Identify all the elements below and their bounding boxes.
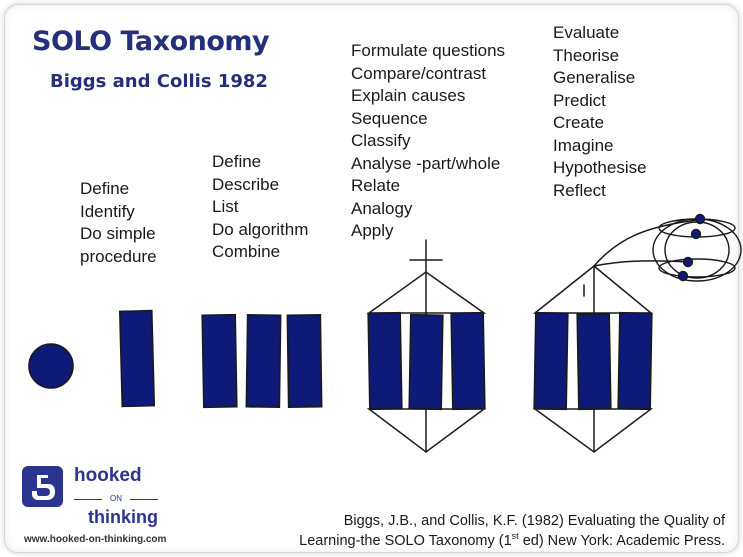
relational-connectors <box>366 239 487 453</box>
verb-item: procedure <box>80 246 157 266</box>
transfer-globe <box>652 213 742 282</box>
logo-word-hooked: hooked <box>74 465 142 486</box>
citation-line-2-after: ed) New York: Academic Press. <box>518 533 725 549</box>
citation: Biggs, J.B., and Collis, K.F. (1982) Eva… <box>299 511 725 551</box>
verb-item: Analogy <box>351 198 413 218</box>
verb-item: Evaluate <box>553 23 620 42</box>
page-subtitle: Biggs and Collis 1982 <box>50 71 268 92</box>
verb-item: Classify <box>351 131 411 150</box>
unistructural-verbs: Define Identify Do simple procedure <box>80 178 157 268</box>
slide-frame <box>4 4 739 553</box>
verb-item: Apply <box>351 221 394 240</box>
verb-item: Define <box>212 152 262 171</box>
globe-node <box>682 256 694 268</box>
verb-item: Hypothesise <box>553 158 647 177</box>
verb-item: Create <box>553 113 605 132</box>
extended-abstract-connectors <box>532 219 698 453</box>
extended-top-frame <box>532 265 654 314</box>
logo-url: www.hooked-on-thinking.com <box>24 534 167 545</box>
multistructural-bar <box>201 313 238 409</box>
citation-line-1: Biggs, J.B., and Collis, K.F. (1982) Eva… <box>343 513 725 529</box>
relational-verbs: Formulate questions Compare/contrast Exp… <box>351 40 505 243</box>
verb-item: Reflect <box>553 180 606 200</box>
verb-item: Do simple <box>80 224 156 243</box>
verb-item: Sequence <box>351 108 428 128</box>
globe-node <box>690 228 702 240</box>
citation-sup: st <box>511 531 519 542</box>
logo-word-thinking: thinking <box>88 507 158 527</box>
relational-bar <box>408 313 444 411</box>
verb-item: Explain causes <box>351 86 466 105</box>
verb-item: Predict <box>553 90 606 110</box>
verb-item: Relate <box>351 176 401 195</box>
verb-item: Define <box>80 179 130 198</box>
multistructural-bar <box>245 313 282 409</box>
verb-item: Describe <box>212 174 280 194</box>
extended-abstract-bar <box>617 311 653 411</box>
verb-item: Do algorithm <box>212 219 309 239</box>
relational-bar <box>367 311 403 411</box>
citation-line-2-before: Learning-the SOLO Taxonomy (1 <box>299 533 512 549</box>
verb-item: Generalise <box>553 68 636 87</box>
prestructural-dot <box>28 343 74 389</box>
extended-abstract-verbs: Evaluate Theorise Generalise Predict Cre… <box>553 22 647 202</box>
multistructural-bar <box>286 313 323 409</box>
verb-item: Imagine <box>553 135 614 155</box>
multistructural-verbs: Define Describe List Do algorithm Combin… <box>212 151 308 264</box>
verb-item: Compare/contrast <box>351 63 487 83</box>
logo-word-on: ON <box>74 492 158 506</box>
verb-item: Identify <box>80 201 135 221</box>
globe-node <box>694 213 706 225</box>
unistructural-bar <box>118 309 156 408</box>
extended-bottom-frame <box>532 408 654 453</box>
relational-bar <box>450 311 486 411</box>
logo-mark-icon <box>22 466 63 507</box>
verb-item: Theorise <box>553 45 620 65</box>
extended-abstract-bar <box>576 312 612 411</box>
hooked-on-thinking-logo: hooked ON thinking www.hooked-on-thinkin… <box>22 465 192 546</box>
verb-item: Combine <box>212 242 281 261</box>
extended-connector-line <box>593 219 698 267</box>
extended-connector-line <box>593 260 689 267</box>
verb-item: List <box>212 197 239 216</box>
verb-item: Analyse -part/whole <box>351 153 501 173</box>
extended-abstract-bar <box>533 311 569 411</box>
page-title: SOLO Taxonomy <box>32 26 270 57</box>
globe-node <box>677 270 689 282</box>
verb-item: Formulate questions <box>351 41 506 60</box>
